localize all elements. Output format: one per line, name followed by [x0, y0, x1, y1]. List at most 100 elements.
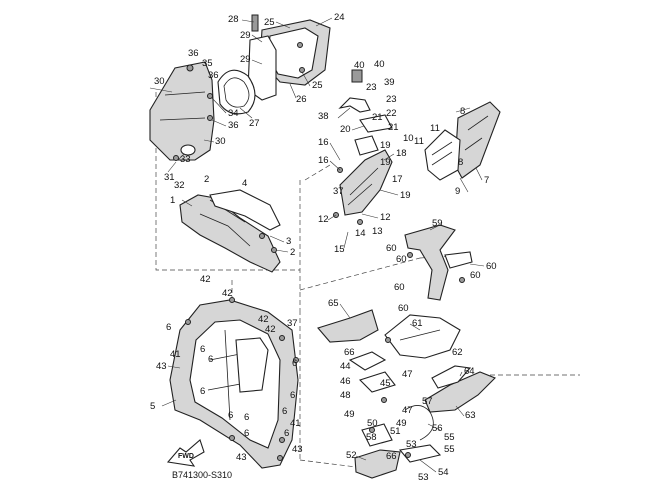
callout: 52	[346, 450, 357, 461]
part-59-side-stay	[404, 224, 473, 301]
callout: 28	[228, 14, 239, 25]
part-28-pin	[251, 14, 259, 32]
callout: 35	[202, 58, 213, 69]
callout: 61	[412, 318, 423, 329]
callout: 17	[392, 174, 403, 185]
callout: 6	[200, 386, 205, 397]
callout: 18	[396, 148, 407, 159]
callout: 19	[380, 140, 391, 151]
callout: 54	[438, 467, 449, 478]
callout: 12	[380, 212, 391, 223]
callout: 2	[290, 247, 295, 258]
callout: 19	[380, 157, 391, 168]
callout: 6	[244, 412, 249, 423]
callout: 55	[444, 444, 455, 455]
callout: 10	[403, 133, 414, 144]
callout: 36	[208, 70, 219, 81]
callout: 65	[328, 298, 339, 309]
callout: 62	[452, 347, 463, 358]
callout: 60	[394, 282, 405, 293]
callout: 60	[396, 254, 407, 265]
callout: 26	[296, 94, 307, 105]
part-63-side-cover	[424, 365, 496, 413]
callout: 42	[200, 274, 211, 285]
callout: 38	[318, 111, 329, 122]
callout: 47	[402, 405, 413, 416]
callout-numbers: 28 25 24 29 29 25 26 27 36 35 36 30 34 3…	[150, 12, 497, 483]
leader-lines	[161, 17, 485, 473]
callout: 36	[228, 120, 239, 131]
part-5-inner-leg-shield	[169, 299, 299, 469]
callout: 5	[150, 401, 155, 412]
callout: 66	[344, 347, 355, 358]
part-38-stay	[338, 69, 393, 133]
callout: 50	[367, 418, 378, 429]
drawing-code: B741300-S310	[172, 470, 232, 480]
callout: 25	[264, 17, 275, 28]
part-56-hose	[398, 405, 442, 463]
callout: 39	[384, 77, 395, 88]
callout: 30	[215, 136, 226, 147]
callout: 45	[380, 378, 391, 389]
callout: 4	[242, 178, 247, 189]
callout: 57	[422, 396, 433, 407]
callout: 60	[486, 261, 497, 272]
callout: 19	[400, 190, 411, 201]
callout: 41	[170, 349, 181, 360]
callout: 21	[372, 112, 383, 123]
callout: 60	[470, 270, 481, 281]
callout: 11	[414, 136, 424, 147]
callout: 60	[386, 243, 397, 254]
part-27-seal	[217, 69, 256, 115]
callout: 6	[290, 390, 295, 401]
callout: 29	[240, 30, 251, 41]
callout: 16	[318, 155, 329, 166]
fwd-arrow-icon: FWD	[166, 439, 205, 467]
callout: 6	[228, 410, 233, 421]
fwd-label: FWD	[178, 453, 194, 460]
callout: 6	[244, 428, 249, 439]
callout: 30	[154, 76, 165, 87]
callout: 40	[354, 60, 365, 71]
callout: 6	[284, 428, 289, 439]
callout: 48	[340, 390, 351, 401]
callout: 9	[455, 186, 460, 197]
part-24-inner-panel	[247, 19, 331, 101]
callout: 8	[458, 157, 463, 168]
callout: 27	[249, 118, 260, 129]
callout: 41	[290, 418, 301, 429]
callout: 6	[292, 358, 297, 369]
callout: 49	[344, 409, 355, 420]
callout: 60	[398, 303, 409, 314]
callout: 55	[444, 432, 455, 443]
callout: 20	[340, 124, 351, 135]
callout: 34	[228, 108, 239, 119]
callout: 36	[188, 48, 199, 59]
callout: 22	[386, 108, 397, 119]
callout: 37	[287, 318, 298, 329]
callout: 43	[292, 444, 303, 455]
callout: 42	[265, 324, 276, 335]
callout: 12	[318, 214, 329, 225]
callout: 24	[334, 12, 345, 23]
callout: 16	[318, 137, 329, 148]
callout: 1	[170, 195, 175, 206]
callout: 11	[430, 123, 440, 134]
callout: 13	[372, 226, 383, 237]
callout: 58	[366, 432, 377, 443]
callout: 66	[386, 451, 397, 462]
callout: 43	[156, 361, 167, 372]
callout: 47	[402, 369, 413, 380]
callout: 44	[340, 361, 351, 372]
callout: 23	[386, 94, 397, 105]
part-18-center-cover	[339, 135, 393, 216]
callout: 6	[200, 344, 205, 355]
callout: 3	[286, 236, 291, 247]
callout: 64	[464, 366, 475, 377]
callout: 31	[164, 172, 175, 183]
callout: 40	[374, 59, 385, 70]
callout: 51	[390, 426, 401, 437]
callout: 2	[204, 174, 209, 185]
callout: 7	[484, 175, 489, 186]
